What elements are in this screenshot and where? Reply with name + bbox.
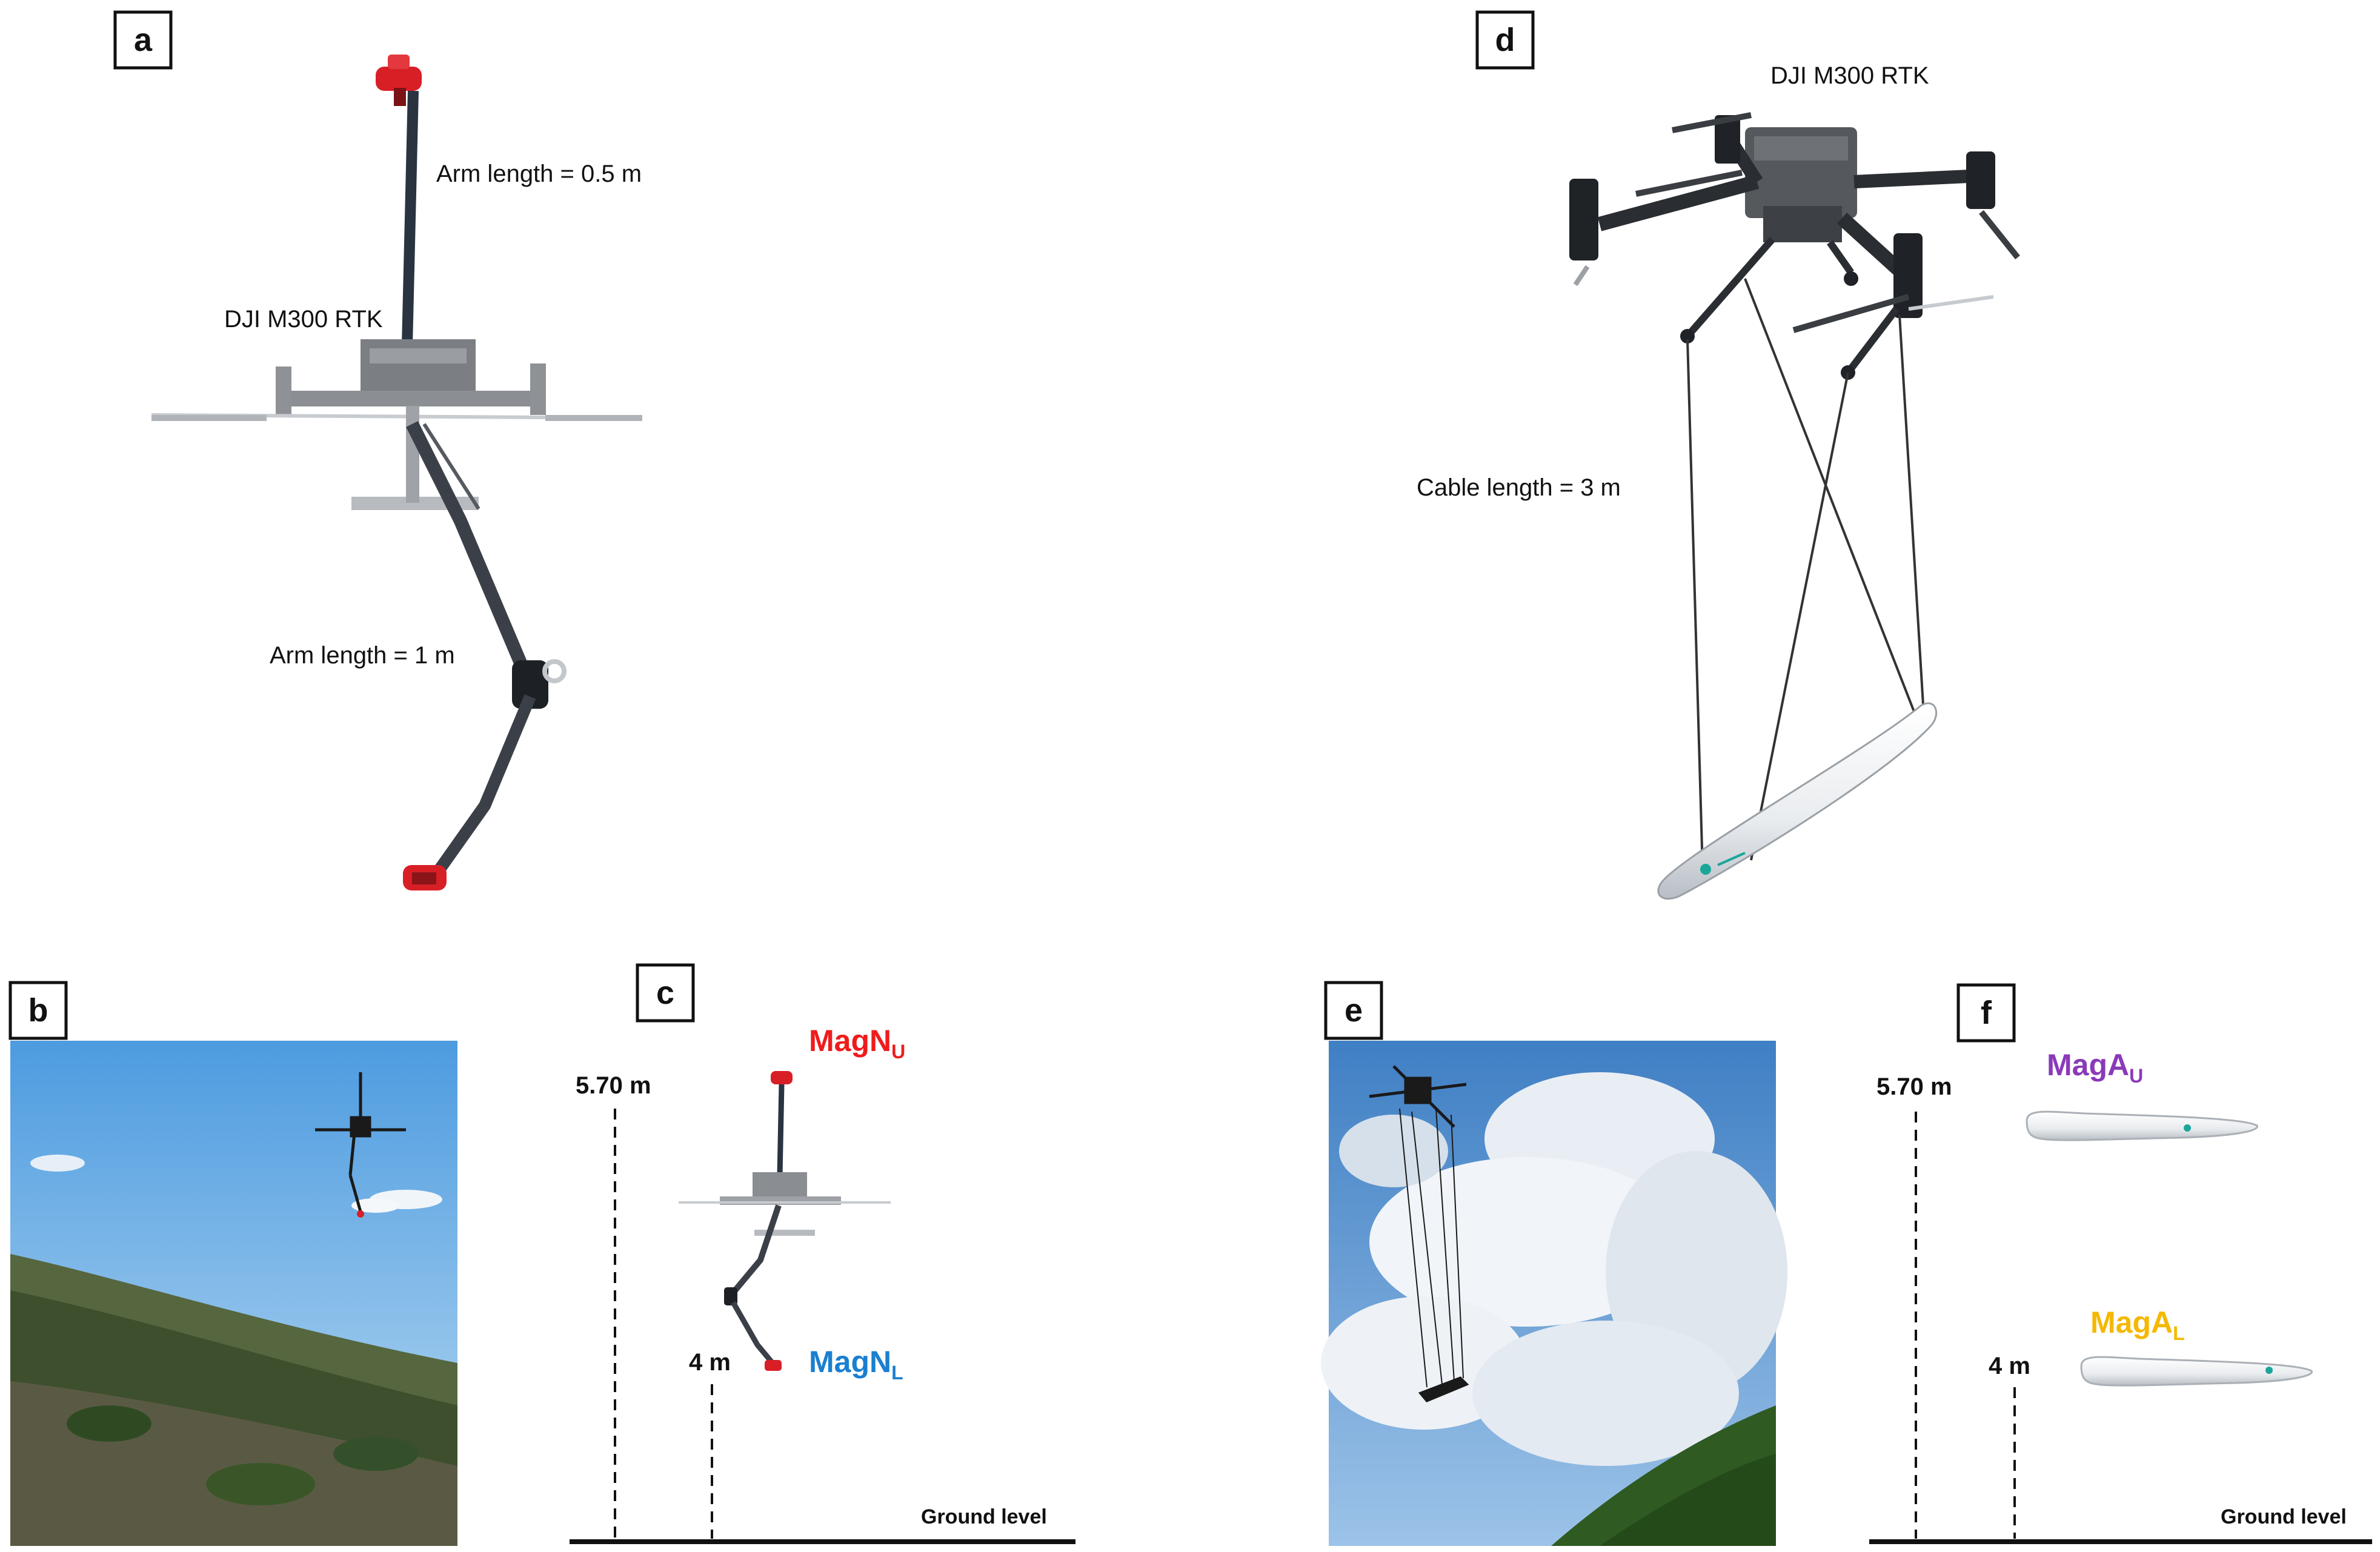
panel-d-letter-box [1475,10,1535,70]
panel-d-letter: d [1495,22,1515,58]
panel-d: d DJI M300 RTK [1417,10,2020,900]
towed-magnetometer-pod [1657,702,1938,900]
panel-c-letter-box [636,963,695,1023]
upper-arm [402,90,419,346]
panel-b-letter-box [8,981,68,1040]
drone-in-photo-b [315,1072,406,1218]
panel-a-letter: a [134,22,153,58]
panel-f-letter-box [1956,983,2016,1043]
photo-e [1321,1041,1787,1546]
drone-a-label: DJI M300 RTK [224,306,383,333]
lower-arm [406,421,567,882]
drone-in-photo-e [1369,1065,1469,1403]
panel-c-letter: c [656,975,674,1011]
f-lower-height: 4 m [1989,1353,2030,1379]
panel-c: c 5.70 m 4 m Ground level MagNU MagNL [570,963,1075,1544]
panel-f-letter: f [1981,995,1992,1031]
tow-cables [1686,278,1925,870]
c-lower-sensor-label: MagNL [809,1345,903,1384]
upper-red-sensor [376,55,422,106]
panel-e: e [1321,981,1787,1546]
f-lower-sensor-label: MagAL [2090,1305,2185,1344]
panel-f: f 5.70 m 4 m Ground level MagAU MagAL [1869,983,2372,1544]
upper-arm-label: Arm length = 0.5 m [436,161,642,187]
c-ground-label: Ground level [921,1505,1047,1528]
f-upper-pod [2026,1110,2259,1141]
f-upper-sensor-label: MagAU [2047,1048,2143,1087]
f-lower-pod [2080,1356,2313,1387]
photo-b [10,1041,457,1546]
panel-e-letter: e [1345,992,1363,1029]
drone-d [1569,112,2020,380]
panel-a: a Arm length = 0.5 m DJI M300 RTK [113,10,643,890]
panel-a-letter-box [113,10,173,70]
drone-d-label: DJI M300 RTK [1770,62,1929,89]
drone-c [679,1071,891,1371]
f-ground-label: Ground level [2221,1505,2347,1528]
c-upper-height: 5.70 m [576,1072,651,1099]
lower-arm-label: Arm length = 1 m [270,642,455,669]
c-lower-height: 4 m [689,1349,731,1376]
cable-label: Cable length = 3 m [1417,474,1621,501]
drone-a [151,339,643,510]
c-upper-sensor-label: MagNU [809,1024,905,1063]
panel-b: b [8,981,457,1546]
panel-b-letter: b [28,992,48,1029]
panel-e-letter-box [1324,981,1383,1040]
lower-red-sensor [403,865,447,890]
f-upper-height: 5.70 m [1876,1073,1952,1100]
